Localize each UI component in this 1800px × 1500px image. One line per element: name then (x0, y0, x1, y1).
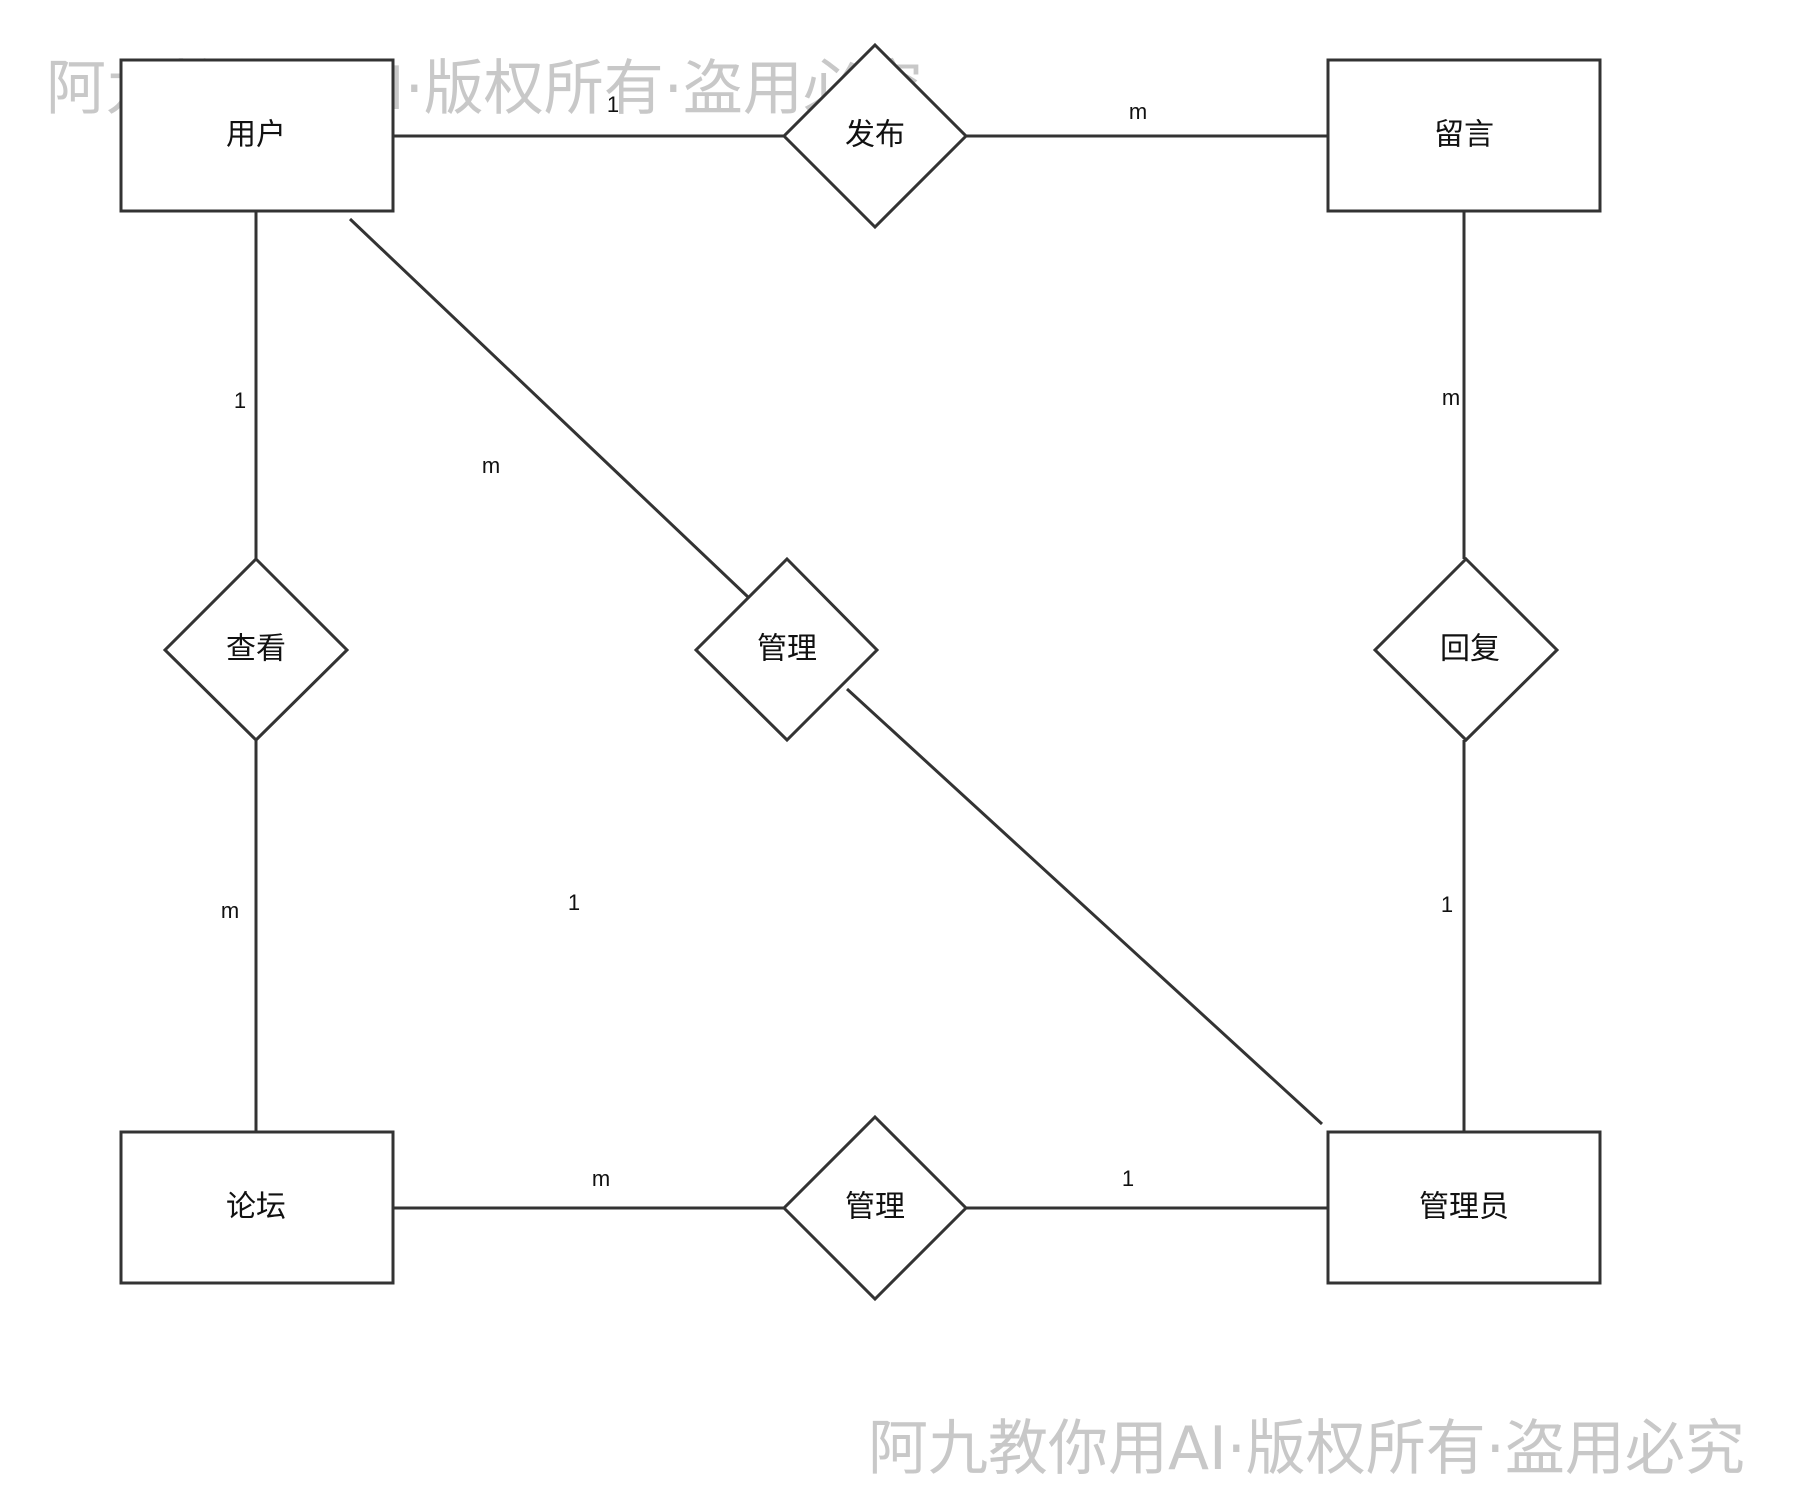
rel-manage-bottom (781, 1114, 969, 1302)
rel-manage-bottom-label: 管理 (845, 1190, 905, 1225)
entity-forum-label: 论坛 (226, 1190, 286, 1225)
card-user-publish: 1 (607, 92, 619, 117)
entity-message-label: 留言 (1434, 118, 1494, 153)
card-user-view: 1 (234, 388, 246, 413)
rel-reply (1372, 556, 1560, 743)
entity-admin-label: 管理员 (1419, 1190, 1509, 1225)
card-forum-manage: m (592, 1166, 610, 1191)
rel-manage-center (693, 556, 880, 743)
entity-user-label: 用户 (226, 118, 286, 153)
line-user-manage (348, 217, 750, 599)
line-manage-admin (845, 687, 1324, 1126)
rel-view (162, 556, 350, 743)
card-manage-admin: 1 (568, 890, 580, 915)
card-user-manage: m (482, 453, 500, 478)
card-view-forum: m (221, 898, 239, 923)
rel-reply-label: 回复 (1440, 632, 1500, 667)
rel-view-label: 查看 (226, 632, 286, 667)
entity-forum (119, 1130, 395, 1285)
card-publish-message: m (1129, 99, 1147, 124)
rel-manage-center-label: 管理 (757, 632, 817, 667)
card-manage-admin-bottom: 1 (1122, 1166, 1134, 1191)
entity-message (1326, 58, 1602, 213)
entity-user (119, 58, 395, 213)
card-message-reply: m (1442, 385, 1460, 410)
card-reply-admin: 1 (1441, 892, 1453, 917)
entity-admin (1326, 1130, 1602, 1285)
rel-publish-label: 发布 (845, 118, 905, 153)
rel-publish (781, 42, 969, 230)
